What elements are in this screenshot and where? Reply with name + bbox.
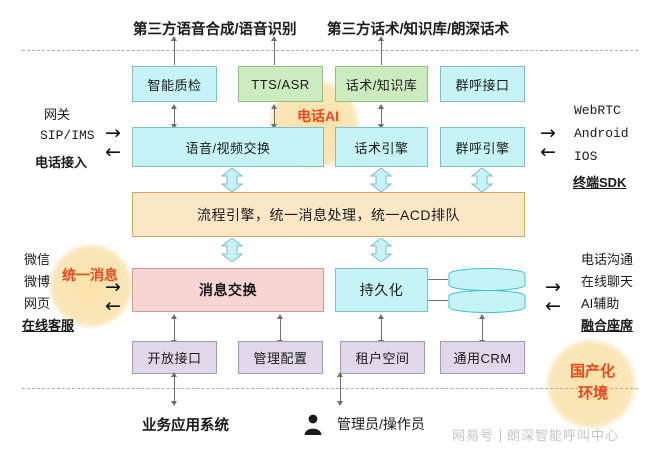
right-arrow-agent-out: → <box>545 276 561 298</box>
halo-localization <box>545 338 637 430</box>
fat-arrow-flow-to-message <box>221 238 243 262</box>
watermark-account: 朗深智能呼叫中心 <box>507 428 620 443</box>
left-arrow-telephony-in: → <box>105 122 121 144</box>
left-arrow-omnichannel-out: ← <box>105 295 121 317</box>
separator-top <box>22 50 638 51</box>
right-arrow-sdk-out: → <box>540 122 556 144</box>
arrow-quality-switch-up <box>171 104 177 109</box>
box-intelligent-quality-inspection[interactable]: 智能质检 <box>132 66 217 102</box>
bottom-label-operator: 管理员/操作员 <box>337 416 425 432</box>
left-arrow-omnichannel-in: → <box>105 276 121 298</box>
box-persistence[interactable]: 持久化 <box>335 268 428 312</box>
connector-message-to-open-api <box>174 318 175 340</box>
connector-script-kb <box>381 40 382 65</box>
arrow-kb-engine-up <box>378 104 384 109</box>
connector-tts <box>274 40 275 65</box>
arrow-business-up <box>171 372 177 377</box>
arrow-quality-up <box>171 36 177 41</box>
right-label-webrtc: WebRTC <box>574 103 621 118</box>
right-label-online-chat: 在线聊天 <box>581 274 634 289</box>
box-script-engine[interactable]: 话术引擎 <box>335 127 428 167</box>
arrow-tenant-up <box>378 314 384 319</box>
box-open-api[interactable]: 开放接口 <box>132 341 217 374</box>
arrow-script-kb-up <box>378 36 384 41</box>
box-general-crm[interactable]: 通用CRM <box>440 341 525 374</box>
connector-db-to-crm <box>482 318 483 340</box>
callout-localization-line1: 国产化 <box>570 363 616 380</box>
fat-arrow-flow-to-persistence <box>370 238 392 262</box>
arrow-open-api-up <box>171 314 177 319</box>
box-script-knowledge-base[interactable]: 话术/知识库 <box>335 66 428 102</box>
left-label-weibo: 微博 <box>24 274 51 289</box>
left-label-sip-ims: SIP/IMS <box>40 128 95 143</box>
box-tenant-space[interactable]: 租户空间 <box>340 341 425 374</box>
right-label-ios: IOS <box>574 149 598 164</box>
left-arrow-telephony-out: ← <box>105 141 121 163</box>
right-label-fusion-agent: 融合座席 <box>581 318 634 333</box>
arrow-operator-down <box>337 401 343 406</box>
connector-persistence-db-bottom <box>428 300 448 301</box>
arrow-kb-engine-down <box>378 124 384 129</box>
arrow-admin-config-up <box>277 314 283 319</box>
right-arrow-agent-in: ← <box>545 295 561 317</box>
watermark-brand: 网易号 <box>452 428 495 443</box>
left-label-phone-access: 电话接入 <box>35 155 88 170</box>
right-label-terminal-sdk: 终端SDK <box>573 175 627 190</box>
arrow-quality-switch-down <box>171 124 177 129</box>
connector-persistence-db-top <box>428 279 448 280</box>
connector-open-api-to-business <box>174 376 175 402</box>
database-cylinder-top <box>448 268 526 292</box>
arrow-crm-up <box>479 314 485 319</box>
box-group-call-engine[interactable]: 群呼引擎 <box>440 127 525 167</box>
connector-persistence-to-tenant <box>381 318 382 340</box>
arrow-business-down <box>171 401 177 406</box>
bottom-label-business-system: 业务应用系统 <box>142 418 229 434</box>
database-cylinder-bottom <box>448 290 526 314</box>
fat-arrow-group-call-to-flow <box>471 168 493 192</box>
callout-localization-line2: 环境 <box>578 385 609 402</box>
box-group-call-interface[interactable]: 群呼接口 <box>440 66 525 102</box>
separator-bottom <box>22 388 638 389</box>
right-label-phone-comm: 电话沟通 <box>581 252 634 267</box>
arrow-tts-switch-up <box>271 104 277 109</box>
box-tts-asr[interactable]: TTS/ASR <box>238 66 323 102</box>
box-flow-engine[interactable]: 流程引擎，统一消息处理，统一ACD排队 <box>132 192 525 237</box>
connector-message-to-admin-config <box>280 318 281 340</box>
right-arrow-sdk-in: ← <box>540 141 556 163</box>
connector-admin-to-operator <box>340 376 341 402</box>
watermark: 网易号朗深智能呼叫中心 <box>452 425 619 444</box>
halo-unified-message <box>48 243 134 329</box>
box-voice-video-switch[interactable]: 语音/视频交换 <box>132 127 324 167</box>
watermark-divider <box>500 429 502 442</box>
right-label-ai-assist: AI辅助 <box>581 296 620 311</box>
connector-quality <box>174 40 175 65</box>
operator-person-icon <box>303 412 323 441</box>
left-label-wechat: 微信 <box>24 252 51 267</box>
arrow-operator-up <box>337 372 343 377</box>
connector-kb-to-script-engine <box>381 108 382 124</box>
arrow-tts-up <box>271 36 277 41</box>
left-label-gateway: 网关 <box>44 107 71 122</box>
third-party-speech-label: 第三方语音合成/语音识别 <box>133 22 297 38</box>
callout-unified-message: 统一消息 <box>62 267 118 283</box>
fat-arrow-switch-to-flow <box>221 168 243 192</box>
box-admin-config[interactable]: 管理配置 <box>238 341 323 374</box>
connector-tts-to-switch <box>274 108 275 124</box>
right-label-android: Android <box>574 126 629 141</box>
box-message-exchange[interactable]: 消息交换 <box>132 268 324 312</box>
left-label-webpage: 网页 <box>24 296 51 311</box>
arrow-tts-switch-down <box>271 124 277 129</box>
fat-arrow-script-engine-to-flow <box>370 168 392 192</box>
connector-quality-to-switch <box>174 108 175 124</box>
third-party-script-label: 第三方话术/知识库/朗深话术 <box>327 22 510 38</box>
left-label-online-service: 在线客服 <box>22 318 75 333</box>
callout-phone-ai: 电话AI <box>297 108 339 124</box>
